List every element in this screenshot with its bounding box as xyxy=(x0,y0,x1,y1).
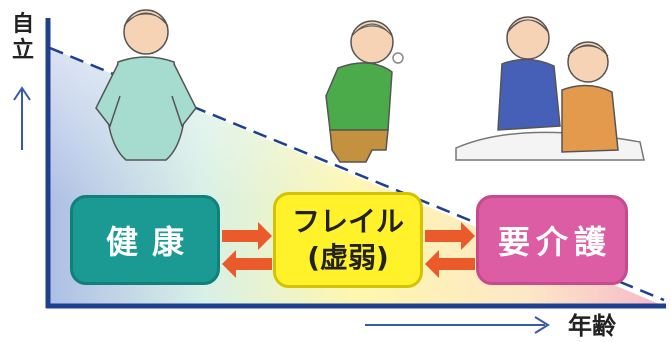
stage-frailty-label: フレイル xyxy=(291,205,404,238)
arrows-frailty-care xyxy=(425,222,475,278)
y-axis-label: 自立 xyxy=(11,12,34,63)
care-persons-illustration xyxy=(455,16,645,161)
stage-frailty-sublabel: (虚弱) xyxy=(307,241,389,274)
x-direction-arrow xyxy=(365,316,550,334)
stage-care-box: 要介護 xyxy=(476,195,628,285)
healthy-person-illustration xyxy=(95,9,197,161)
stage-healthy-label: 健康 xyxy=(105,223,198,261)
stage-care-label: 要介護 xyxy=(497,223,612,261)
arrows-healthy-frailty xyxy=(222,222,272,278)
y-direction-arrow xyxy=(13,86,31,150)
stage-frailty-box: フレイル (虚弱) xyxy=(273,192,423,288)
frail-person-illustration xyxy=(325,20,404,163)
x-axis-label: 年齢 xyxy=(568,312,616,340)
stage-healthy-box: 健康 xyxy=(70,195,220,285)
